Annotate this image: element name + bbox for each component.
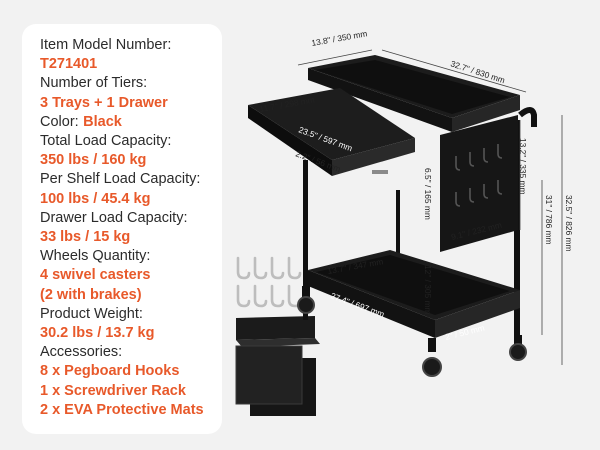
accessory-item: 8 x Pegboard Hooks bbox=[40, 363, 180, 380]
color-label: Color: bbox=[40, 113, 79, 130]
pegboard-gap-label: 6.5" / 165 mm bbox=[423, 168, 433, 220]
shelf-load-label: Per Shelf Load Capacity: bbox=[40, 171, 201, 188]
accessory-item: 1 x Screwdriver Rack bbox=[40, 382, 186, 399]
eva-mats-icon bbox=[235, 345, 316, 416]
drawer-load-value: 33 lbs / 15 kg bbox=[40, 229, 131, 246]
pegboard-hooks-icon bbox=[236, 256, 302, 308]
shelf-gap-label: 12" / 305 mm bbox=[423, 265, 433, 315]
screwdriver-rack-icon bbox=[236, 316, 320, 347]
accessory-item: 2 x EVA Protective Mats bbox=[40, 401, 204, 418]
dimension-lines bbox=[297, 49, 563, 365]
weight-value: 30.2 lbs / 13.7 kg bbox=[40, 325, 155, 342]
wheels-value: 4 swivel casters bbox=[40, 267, 151, 284]
model-label: Item Model Number: bbox=[40, 37, 172, 53]
tool-cart-icon bbox=[248, 55, 537, 377]
model-value: T271401 bbox=[40, 56, 98, 73]
cart-height-label: 31" / 786 mm bbox=[544, 195, 554, 245]
wheels-value-note: (2 with brakes) bbox=[40, 286, 142, 303]
tiers-label: Number of Tiers: bbox=[40, 75, 148, 92]
spec-card bbox=[22, 24, 222, 434]
tiers-value: 3 Trays + 1 Drawer bbox=[40, 94, 168, 111]
total-load-label: Total Load Capacity: bbox=[40, 133, 172, 150]
weight-label: Product Weight: bbox=[40, 305, 143, 322]
total-height-label: 32.5" / 826 mm bbox=[564, 195, 574, 252]
top-depth-label: 13.8" / 350 mm bbox=[311, 28, 368, 48]
wheels-label: Wheels Quantity: bbox=[40, 248, 151, 265]
accessories-label: Accessories: bbox=[40, 344, 123, 361]
color-value: Black bbox=[83, 113, 122, 130]
total-load-value: 350 lbs / 160 kg bbox=[40, 152, 147, 169]
pegboard-height-label: 13.2" / 335 mm bbox=[518, 138, 528, 195]
drawer-load-label: Drawer Load Capacity: bbox=[40, 209, 188, 226]
shelf-load-value: 100 lbs / 45.4 kg bbox=[40, 190, 151, 207]
product-diagram: 13.8" / 350 mm 32.7" / 830 mm 11.7" / 29… bbox=[235, 28, 574, 416]
spec-list: Item Model Number: T271401 Number of Tier… bbox=[40, 36, 225, 420]
